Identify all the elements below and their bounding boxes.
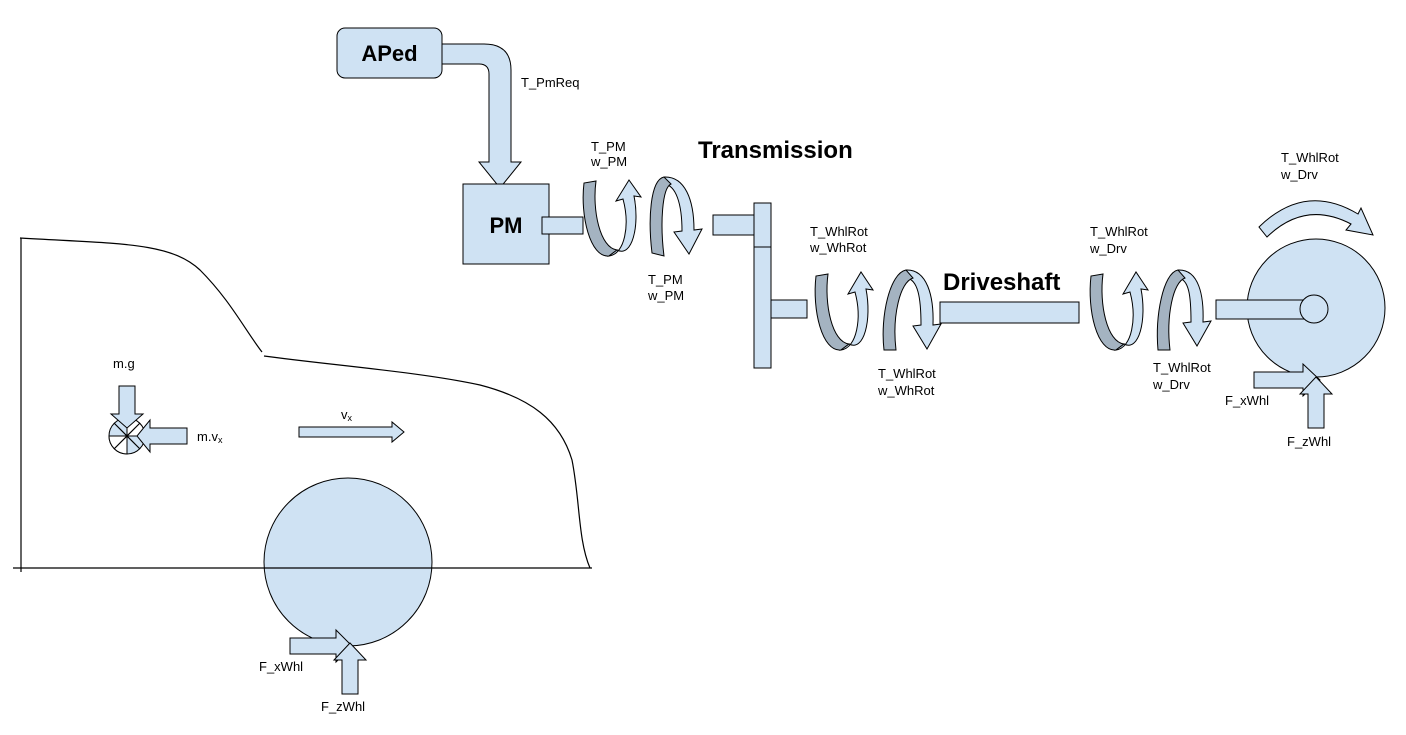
gravity-arrow [109, 385, 145, 429]
velocity-label-sub: x [348, 413, 353, 423]
transmission-torque-downward-icon [882, 269, 942, 351]
velocity-arrow [298, 420, 405, 444]
pm-speed-out-label: w_PM [647, 288, 684, 303]
car-fx-label: F_xWhl [259, 659, 303, 674]
pm-request-arrow [441, 43, 523, 189]
transmission-torque-out-label: T_WhlRot [810, 224, 868, 239]
pm-torque-out-label: T_PM [648, 272, 683, 287]
wheel-speed-label: w_Drv [1280, 167, 1318, 182]
transmission-torque-return-label: T_WhlRot [878, 366, 936, 381]
transmission-speed-out-label: w_WhRot [809, 240, 867, 255]
wheel-torque-label: T_WhlRot [1281, 150, 1339, 165]
driveshaft-heading: Driveshaft [943, 269, 1060, 296]
velocity-label: vx [341, 407, 353, 423]
inertia-label-prefix: m.v [197, 429, 218, 444]
driveshaft-bar [939, 301, 1080, 324]
driveshaft-speed-return-label: w_Drv [1152, 377, 1190, 392]
transmission-torque-upward-icon [814, 271, 875, 351]
driveshaft-torque-return-label: T_WhlRot [1153, 360, 1211, 375]
pm-request-label: T_PmReq [521, 75, 580, 90]
wheel-fx-label: F_xWhl [1225, 393, 1269, 408]
inertia-arrow [136, 418, 188, 454]
velocity-label-base: v [341, 407, 348, 422]
wheel-hub [1299, 294, 1329, 324]
pm-block [462, 183, 550, 265]
inertia-label: m.vx [197, 429, 223, 445]
pm-torque-downward-icon [649, 176, 703, 257]
pm-speed-in-label: w_PM [590, 154, 627, 169]
transmission-gear [712, 202, 808, 369]
pm-label: PM [490, 213, 523, 238]
inertia-label-sub: x [218, 435, 223, 445]
driveshaft-speed-in-label: w_Drv [1089, 241, 1127, 256]
car-fz-label: F_zWhl [321, 699, 365, 714]
car-fz-arrow [332, 642, 368, 695]
wheel-rotation-arrow [1258, 200, 1374, 238]
pm-torque-upward-icon [582, 179, 643, 257]
wheel-fz-label: F_zWhl [1287, 434, 1331, 449]
driveshaft-torque-upward-icon [1089, 271, 1150, 351]
car-wheel [263, 477, 433, 647]
driveshaft-torque-in-label: T_WhlRot [1090, 224, 1148, 239]
transmission-heading: Transmission [698, 137, 853, 164]
driveshaft-torque-downward-icon [1156, 269, 1212, 351]
wheel-fz-arrow [1298, 376, 1334, 429]
gravity-label: m.g [113, 356, 135, 371]
pm-torque-in-label: T_PM [591, 139, 626, 154]
pm-output-shaft [541, 216, 584, 235]
transmission-speed-return-label: w_WhRot [877, 383, 935, 398]
aped-label: APed [361, 41, 417, 66]
